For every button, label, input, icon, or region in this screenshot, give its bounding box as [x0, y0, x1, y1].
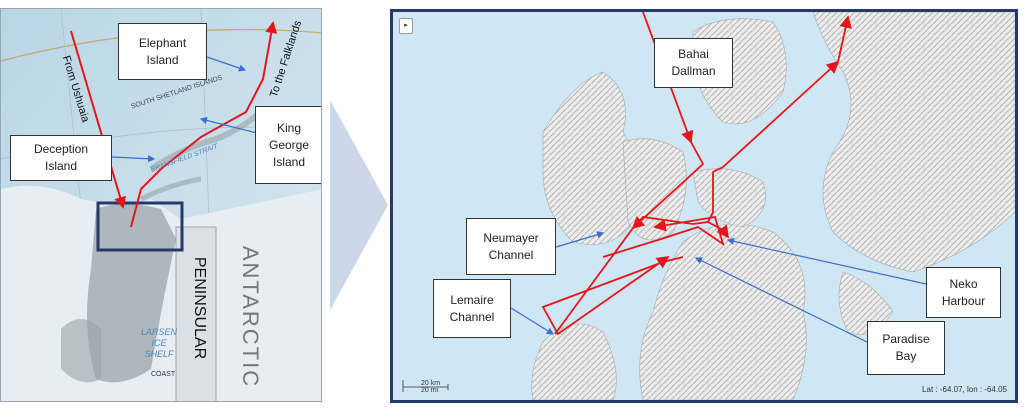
- paradise-bay-box: Paradise Bay: [867, 321, 945, 375]
- elephant-box-line2: Island: [146, 52, 179, 67]
- king-george-island-box: King George Island: [255, 106, 321, 184]
- neko-line1: Neko: [949, 276, 978, 291]
- lemaire-line2: Channel: [449, 309, 495, 324]
- elephant-box-line1: Elephant: [138, 35, 187, 50]
- scale-mi: 20 mi: [421, 387, 439, 394]
- neko-line2: Harbour: [941, 293, 986, 308]
- dallman-line1: Bahai: [678, 47, 709, 61]
- overview-map: From Ushuaia To the Falklands SOUTH SHET…: [0, 8, 322, 402]
- paradise-line1: Paradise: [882, 332, 930, 346]
- deception-box-line1: Deception: [33, 142, 89, 156]
- detail-map: ▸ Bahai Dallman Neumayer Channel Lemaire…: [390, 9, 1018, 403]
- peninsular-label: PENINSULAR: [191, 256, 209, 360]
- scale-bar: 20 km 20 mi: [401, 380, 440, 394]
- larsen-label-line1: LARSEN: [141, 327, 178, 337]
- deception-island-box: Deception Island: [10, 135, 112, 181]
- map-expand-button[interactable]: ▸: [399, 18, 413, 34]
- king-george-line2: George: [268, 137, 310, 152]
- larsen-label-line2: ICE: [151, 338, 167, 348]
- lemaire-channel-box: Lemaire Channel: [433, 279, 511, 338]
- neumayer-line2: Channel: [488, 247, 534, 262]
- larsen-ice-shelf-label: LARSEN ICE SHELF: [141, 327, 177, 360]
- king-george-line1: King: [276, 120, 302, 135]
- neko-harbour-box: Neko Harbour: [926, 267, 1001, 318]
- coast-label: COAST: [151, 371, 176, 378]
- antarctic-label: ANTARCTIC: [238, 245, 264, 389]
- dallman-box: Bahai Dallman: [654, 38, 733, 88]
- deception-box-line2: Island: [44, 159, 78, 173]
- elephant-island-box: Elephant Island: [118, 23, 207, 80]
- coordinate-readout: Lat : -64.07, lon : -64.05: [922, 385, 1007, 394]
- lemaire-line1: Lemaire: [450, 292, 494, 307]
- zoom-arrow: [330, 100, 388, 310]
- paradise-line2: Bay: [895, 349, 917, 363]
- larsen-label-line3: SHELF: [144, 349, 174, 359]
- neumayer-line1: Neumayer: [483, 230, 539, 245]
- scale-km: 20 km: [421, 380, 441, 387]
- dallman-line2: Dallman: [671, 64, 716, 78]
- king-george-line3: Island: [272, 154, 306, 169]
- neumayer-channel-box: Neumayer Channel: [466, 218, 556, 275]
